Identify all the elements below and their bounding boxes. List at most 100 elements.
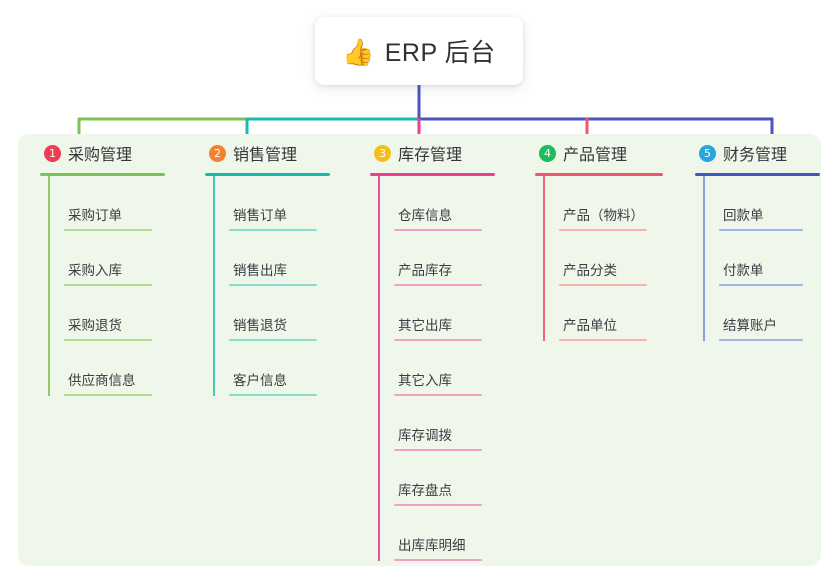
leaf-rule (394, 559, 482, 561)
leaf-rule (559, 339, 647, 341)
leaf-label: 采购订单 (68, 208, 122, 223)
list-item[interactable]: 回款单 (719, 176, 821, 231)
branch-header-4[interactable]: 4 产品管理 (535, 134, 673, 172)
list-item[interactable]: 仓库信息 (394, 176, 513, 231)
branch-label-3: 库存管理 (398, 147, 463, 164)
leaf-label: 产品单位 (563, 318, 617, 333)
branch-rule-2 (205, 173, 330, 176)
list-item[interactable]: 客户信息 (229, 341, 348, 396)
leaf-rule (719, 339, 803, 341)
leaf-label: 供应商信息 (68, 373, 136, 388)
list-item[interactable]: 产品分类 (559, 231, 673, 286)
branch-items-3: 仓库信息 产品库存 其它出库 其它入库 库存调拨 (378, 176, 513, 561)
branch-column-4: 4 产品管理 产品（物料） 产品分类 产品单位 (513, 134, 673, 566)
leaf-rule (394, 504, 482, 506)
leaf-rule (719, 229, 803, 231)
branch-spine-5 (703, 176, 705, 341)
branch-rule-5 (695, 173, 820, 176)
branches-panel (18, 134, 821, 566)
leaf-rule (394, 339, 482, 341)
leaf-label: 仓库信息 (398, 208, 452, 223)
branch-column-5: 5 财务管理 回款单 付款单 结算账户 (673, 134, 821, 566)
list-item[interactable]: 销售退货 (229, 286, 348, 341)
leaf-rule (229, 284, 317, 286)
branch-rule-4 (535, 173, 663, 176)
list-item[interactable]: 结算账户 (719, 286, 821, 341)
root-node[interactable]: 👍 ERP 后台 (315, 17, 523, 85)
list-item[interactable]: 库存盘点 (394, 451, 513, 506)
leaf-label: 销售退货 (233, 318, 287, 333)
leaf-rule (394, 449, 482, 451)
list-item[interactable]: 其它入库 (394, 341, 513, 396)
leaf-rule (394, 394, 482, 396)
leaf-rule (64, 339, 152, 341)
branch-spine-2 (213, 176, 215, 396)
leaf-rule (559, 284, 647, 286)
list-item[interactable]: 采购入库 (64, 231, 183, 286)
thumbs-up-icon: 👍 (342, 37, 375, 67)
branch-badge-4: 4 (539, 144, 556, 162)
leaf-label: 销售出库 (233, 263, 287, 278)
branch-items-4: 产品（物料） 产品分类 产品单位 (543, 176, 673, 341)
leaf-label: 其它入库 (398, 373, 452, 388)
branch-label-2: 销售管理 (233, 147, 298, 164)
list-item[interactable]: 采购退货 (64, 286, 183, 341)
list-item[interactable]: 付款单 (719, 231, 821, 286)
leaf-label: 回款单 (723, 208, 764, 223)
leaf-rule (559, 229, 647, 231)
leaf-label: 产品分类 (563, 263, 617, 278)
list-item[interactable]: 库存调拨 (394, 396, 513, 451)
leaf-label: 库存盘点 (398, 483, 452, 498)
leaf-rule (229, 229, 317, 231)
branch-items-2: 销售订单 销售出库 销售退货 客户信息 (213, 176, 348, 396)
leaf-label: 付款单 (723, 263, 764, 278)
list-item[interactable]: 出库库明细 (394, 506, 513, 561)
branch-column-2: 2 销售管理 销售订单 销售出库 销售退货 客户信息 (183, 134, 348, 566)
branch-badge-5: 5 (699, 144, 716, 162)
branch-header-5[interactable]: 5 财务管理 (695, 134, 821, 172)
list-item[interactable]: 供应商信息 (64, 341, 183, 396)
branch-header-2[interactable]: 2 销售管理 (205, 134, 348, 172)
branch-badge-3: 3 (374, 144, 391, 162)
list-item[interactable]: 产品库存 (394, 231, 513, 286)
list-item[interactable]: 销售出库 (229, 231, 348, 286)
branch-label-5: 财务管理 (723, 147, 788, 164)
branch-header-3[interactable]: 3 库存管理 (370, 134, 513, 172)
leaf-rule (394, 284, 482, 286)
list-item[interactable]: 产品单位 (559, 286, 673, 341)
leaf-label: 采购入库 (68, 263, 122, 278)
list-item[interactable]: 销售订单 (229, 176, 348, 231)
leaf-label: 采购退货 (68, 318, 122, 333)
leaf-rule (229, 394, 317, 396)
branch-columns: 1 采购管理 采购订单 采购入库 采购退货 供应商信 (18, 134, 821, 566)
branch-column-1: 1 采购管理 采购订单 采购入库 采购退货 供应商信 (18, 134, 183, 566)
branch-spine-1 (48, 176, 50, 396)
leaf-label: 结算账户 (723, 318, 777, 333)
leaf-rule (719, 284, 803, 286)
branch-label-1: 采购管理 (68, 147, 133, 164)
leaf-rule (229, 339, 317, 341)
list-item[interactable]: 采购订单 (64, 176, 183, 231)
leaf-label: 产品库存 (398, 263, 452, 278)
branch-spine-3 (378, 176, 380, 561)
leaf-label: 其它出库 (398, 318, 452, 333)
branch-badge-1: 1 (44, 144, 61, 162)
list-item[interactable]: 其它出库 (394, 286, 513, 341)
leaf-label: 库存调拨 (398, 428, 452, 443)
branch-label-4: 产品管理 (563, 147, 628, 164)
leaf-label: 销售订单 (233, 208, 287, 223)
branch-header-1[interactable]: 1 采购管理 (40, 134, 183, 172)
leaf-label: 出库库明细 (398, 538, 466, 553)
branch-rule-3 (370, 173, 495, 176)
branch-column-3: 3 库存管理 仓库信息 产品库存 其它出库 其它入库 (348, 134, 513, 566)
leaf-rule (394, 229, 482, 231)
leaf-rule (64, 394, 152, 396)
branch-items-5: 回款单 付款单 结算账户 (703, 176, 821, 341)
root-title: ERP 后台 (384, 39, 496, 67)
branch-rule-1 (40, 173, 165, 176)
leaf-label: 客户信息 (233, 373, 287, 388)
branch-badge-2: 2 (209, 144, 226, 162)
leaf-label: 产品（物料） (563, 208, 644, 223)
list-item[interactable]: 产品（物料） (559, 176, 673, 231)
